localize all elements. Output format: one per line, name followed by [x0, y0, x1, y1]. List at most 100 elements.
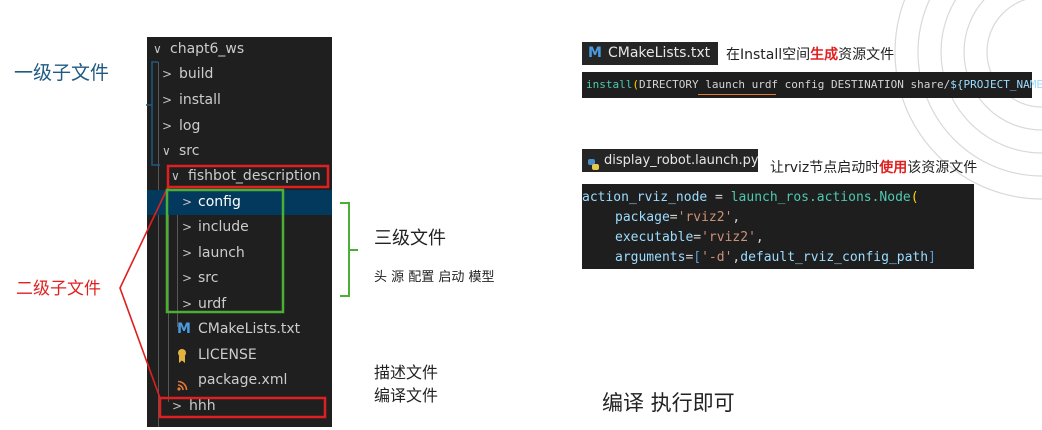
code-token: 'rviz2'	[701, 230, 756, 245]
cmake-note-pre: 在Install空间	[726, 47, 811, 63]
code-token: arguments	[615, 250, 686, 265]
code-token: ${PROJECT_NAME}	[950, 78, 1042, 91]
chevron-right-icon: >	[182, 246, 193, 260]
code-token: ,	[755, 230, 764, 245]
launch-note-post: 该资源文件	[907, 160, 978, 176]
tree-label: config	[198, 194, 241, 210]
tree-item-package[interactable]: ∨ fishbot_description	[147, 164, 332, 189]
code-token: ]	[928, 250, 936, 265]
tree-label: package.xml	[198, 372, 288, 388]
tree-label: src	[198, 270, 219, 286]
tree-file-license[interactable]: LICENSE	[147, 343, 332, 368]
underline-mark	[698, 94, 776, 95]
chevron-right-icon: >	[162, 119, 173, 133]
tree-label: chapt6_ws	[170, 41, 245, 57]
code-token: install	[586, 78, 633, 91]
package-highlight-box	[166, 164, 330, 189]
tree-label: fishbot_description	[188, 168, 321, 184]
code-token: (	[910, 190, 919, 205]
indent-guide	[177, 202, 178, 327]
code-token: action_rviz_node	[582, 190, 708, 205]
code-line: executable='rviz2',	[615, 228, 764, 248]
rss-icon	[177, 375, 188, 391]
tree-label: log	[179, 118, 201, 134]
chevron-right-icon: >	[162, 93, 173, 107]
cmake-note: 在Install空间生成资源文件	[726, 44, 894, 64]
cmake-code-block: install(DIRECTORY launch urdf config DES…	[582, 72, 1042, 98]
chevron-right-icon: >	[182, 195, 193, 209]
cmake-note-post: 资源文件	[838, 47, 895, 63]
level2-note: 二级子文件	[16, 279, 101, 299]
run-note: 编译 执行即可	[602, 391, 735, 415]
code-token: =	[707, 190, 731, 205]
tree-label: CMakeLists.txt	[198, 321, 301, 337]
tree-label: src	[179, 143, 200, 159]
tree-label: include	[198, 219, 249, 235]
chevron-right-icon: >	[182, 220, 193, 234]
code-line: action_rviz_node = launch_ros.actions.No…	[582, 188, 919, 208]
code-token: ,	[732, 210, 741, 225]
chevron-down-icon: ∨	[162, 144, 171, 158]
tree-label: LICENSE	[198, 347, 257, 363]
code-token: '-d'	[701, 250, 733, 265]
tree-file-package-xml[interactable]: package.xml	[147, 368, 332, 393]
indent-guide	[168, 187, 169, 402]
launch-note: 让rviz节点启动时使用该资源文件	[770, 157, 977, 177]
code-token: executable	[615, 230, 694, 245]
code-token: DIRECTORY launch urdf config DESTINATION…	[638, 78, 951, 91]
compile-note: 编译文件	[374, 386, 439, 405]
tree-label: urdf	[198, 296, 227, 312]
file-explorer: ∨ chapt6_ws > build > install > log ∨ sr…	[147, 37, 332, 427]
level3-highlight-box	[165, 188, 285, 314]
code-line: arguments=['-d',default_rviz_config_path…	[615, 248, 936, 268]
cmake-code-line: install(DIRECTORY launch urdf config DES…	[586, 72, 1042, 98]
tree-item-launch[interactable]: > launch	[147, 241, 332, 266]
tree-root[interactable]: ∨ chapt6_ws	[147, 37, 332, 62]
level3-sub-note: 头 源 配置 启动 模型	[374, 270, 495, 285]
hhh-highlight-box	[158, 396, 327, 419]
launch-note-em: 使用	[879, 160, 908, 176]
code-token: 'rviz2'	[677, 210, 733, 225]
tree-item-include[interactable]: > include	[147, 215, 332, 240]
tree-item-urdf[interactable]: > urdf	[147, 292, 332, 317]
cmake-tab-label: CMakeLists.txt	[608, 45, 711, 61]
cmake-file-tab[interactable]: M CMakeLists.txt	[582, 42, 718, 65]
code-token: [	[693, 250, 702, 265]
chevron-right-icon: >	[182, 271, 193, 285]
tree-item-src[interactable]: ∨ src	[147, 139, 332, 164]
code-token: ,	[732, 250, 741, 265]
tree-item-src-sub[interactable]: > src	[147, 266, 332, 291]
tree-item-install[interactable]: > install	[147, 88, 332, 113]
level1-bracket	[146, 61, 160, 166]
describe-note: 描述文件	[374, 363, 439, 382]
code-token: =	[669, 210, 678, 225]
tree-item-build[interactable]: > build	[147, 62, 332, 87]
code-token: =	[693, 230, 702, 245]
tree-item-log[interactable]: > log	[147, 114, 332, 139]
cmake-note-em: 生成	[810, 47, 839, 63]
level3-bracket	[340, 202, 358, 297]
launch-file-tab[interactable]: display_robot.launch.py	[582, 149, 759, 172]
python-file-icon	[588, 155, 599, 170]
tree-item-config[interactable]: > config	[147, 190, 332, 215]
tree-label: install	[179, 92, 221, 108]
chevron-down-icon: ∨	[153, 42, 162, 56]
tree-label: launch	[198, 245, 245, 261]
tree-label: hhh	[189, 398, 216, 414]
code-token: package	[615, 210, 670, 225]
indent-guide	[158, 62, 159, 427]
code-token: (	[632, 78, 639, 91]
cmake-m-icon: M	[588, 45, 602, 61]
launch-code-block: action_rviz_node = launch_ros.actions.No…	[582, 184, 974, 269]
tree-item-hhh[interactable]: > hhh	[147, 394, 332, 419]
level1-note: 一级子文件	[14, 62, 110, 84]
code-token: =	[685, 250, 694, 265]
level2-connector	[119, 186, 169, 399]
chevron-down-icon: ∨	[171, 169, 180, 183]
tree-file-cmakelists[interactable]: M CMakeLists.txt	[147, 317, 332, 342]
launch-note-pre: 让rviz节点启动时	[770, 160, 880, 176]
chevron-right-icon: >	[172, 399, 183, 413]
code-token: default_rviz_config_path	[740, 250, 929, 265]
level3-note: 三级文件	[374, 228, 446, 249]
